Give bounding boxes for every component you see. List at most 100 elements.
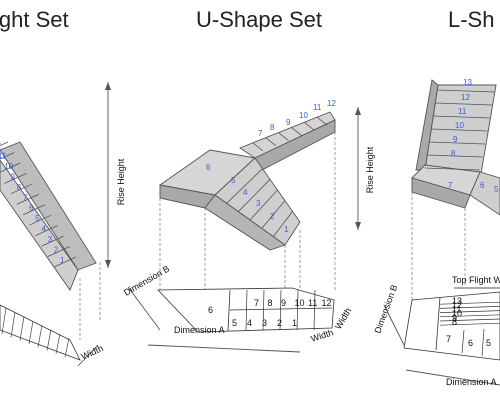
straight-plan-tread: [37, 325, 43, 348]
l-lower-flight: [469, 171, 500, 216]
l-plan-upper-number: 13: [452, 296, 462, 306]
l-upper-step-number: 11: [458, 107, 467, 116]
u-width-label-1: Width: [310, 327, 335, 344]
straight-plan-tread: [46, 329, 52, 351]
u-plan-tread: [296, 289, 299, 331]
u-upper-step-edge: [304, 121, 315, 131]
u-upper-step-number: 12: [327, 99, 336, 108]
u-plan-tread: [279, 289, 282, 331]
straight-step-number: 2: [54, 246, 59, 255]
u-plan-lower-number: 3: [262, 318, 267, 328]
l-plan-tread: [439, 306, 500, 309]
l-plan-lines: [435, 296, 500, 357]
title-u-shape-set: U-Shape Set: [196, 7, 322, 32]
l-plan-upper-number: 12: [452, 300, 462, 310]
title-straight-set: ight Set: [0, 7, 69, 32]
l-dimension-a-label: Dimension A: [446, 377, 497, 387]
straight-plan-tread: [28, 320, 34, 344]
straight-step-number: 11: [0, 151, 7, 160]
u-upper-step-number: 10: [299, 111, 308, 120]
straight-step-edge: [0, 152, 15, 160]
straight-plan: [0, 304, 81, 361]
straight-step-edge: [16, 193, 40, 205]
l-plan-tread: [439, 314, 500, 318]
u-dimension-a-label: Dimension A: [174, 325, 225, 335]
straight-step-edge: [35, 225, 58, 237]
straight-step-edge: [22, 204, 46, 216]
straight-plan-tread: [1, 307, 7, 335]
title-l-shape-set: L-Sh: [448, 7, 494, 32]
l-upper-step-edge: [434, 102, 493, 106]
straight-step-number: 1: [60, 256, 65, 265]
l-plan-divider: [435, 296, 441, 351]
l-upper-step-edge: [436, 89, 496, 93]
straight-step-edge: [29, 214, 52, 226]
u-plan-landing-number: 6: [208, 305, 213, 315]
u-lower-step-edge: [226, 168, 263, 204]
l-lower-step-number: 5: [494, 185, 499, 194]
u-plan-upper-number: 11: [308, 298, 317, 308]
u-upper-step-number: 8: [270, 123, 275, 132]
l-plan-divider: [461, 329, 465, 354]
straight-plan-lines: [1, 307, 70, 358]
straight-step-number: 6: [29, 204, 34, 213]
u-landing-number: 6: [206, 163, 211, 172]
u-lower-step-number: 2: [270, 212, 275, 221]
u-lower-step-edge: [238, 179, 271, 212]
l-plan-upper-number: 10: [452, 309, 462, 319]
l-top-flight-label: Top Flight W: [452, 275, 500, 285]
straight-step-number: 7: [23, 193, 28, 202]
u-width-label-2: Width: [333, 306, 353, 331]
u-upper-step-edge: [291, 127, 302, 136]
straight-step-edge: [10, 183, 33, 195]
straight-step-number: 5: [35, 214, 40, 223]
straight-side: [0, 159, 79, 291]
straight-steps: 123456789101112: [0, 141, 77, 268]
l-plan-upper-number: 11: [452, 304, 461, 314]
straight-step-edge: [53, 256, 77, 268]
straight-step-edge: [47, 246, 70, 257]
l-upper-step-edge: [430, 128, 488, 132]
l-upper-step-number: 10: [455, 121, 464, 130]
u-upper-step-edge: [316, 116, 328, 126]
u-rise-height-label: Rise Height: [365, 146, 375, 193]
u-plan-lower-number: 4: [247, 318, 252, 328]
l-upper-step-edge: [424, 167, 481, 171]
l-plan-lower-number: 6: [468, 338, 473, 348]
u-plan-lower-number: 5: [232, 318, 237, 328]
straight-plan-tread: [64, 338, 70, 358]
u-plan-upper-number: 9: [281, 298, 286, 308]
u-step-lines: [226, 116, 328, 237]
straight-width-label: Width: [80, 343, 105, 362]
u-upper-step-edge: [278, 132, 289, 141]
l-lower-step-number: 6: [480, 181, 485, 190]
straight-step-number: 12: [0, 141, 1, 150]
l-upper-step-edge: [428, 141, 486, 145]
u-plan-upper-number: 8: [268, 298, 273, 308]
l-plan-divider: [481, 328, 485, 357]
l-plan-upper-number: 8: [452, 317, 457, 327]
u-lower-step-number: 5: [231, 176, 236, 185]
u-lower-step-number: 4: [243, 188, 248, 197]
u-upper-step-edge: [252, 142, 264, 152]
l-upper-step-number: 8: [451, 149, 456, 158]
straight-step-number: 10: [4, 162, 13, 171]
straight-step-edge: [0, 162, 21, 173]
l-upper-side: [415, 79, 439, 171]
l-plan-tread: [439, 301, 500, 305]
straight-plan-tread: [19, 316, 25, 341]
u-plan-upper-number: 10: [295, 298, 305, 308]
straight-plan-tread: [10, 312, 16, 338]
u-lower-step-edge: [261, 200, 286, 229]
straight-rise-height-label: Rise Height: [116, 158, 126, 205]
u-plan-tread: [262, 289, 265, 331]
l-landing-number: 7: [448, 181, 453, 190]
u-upper-step-edge: [265, 137, 276, 147]
